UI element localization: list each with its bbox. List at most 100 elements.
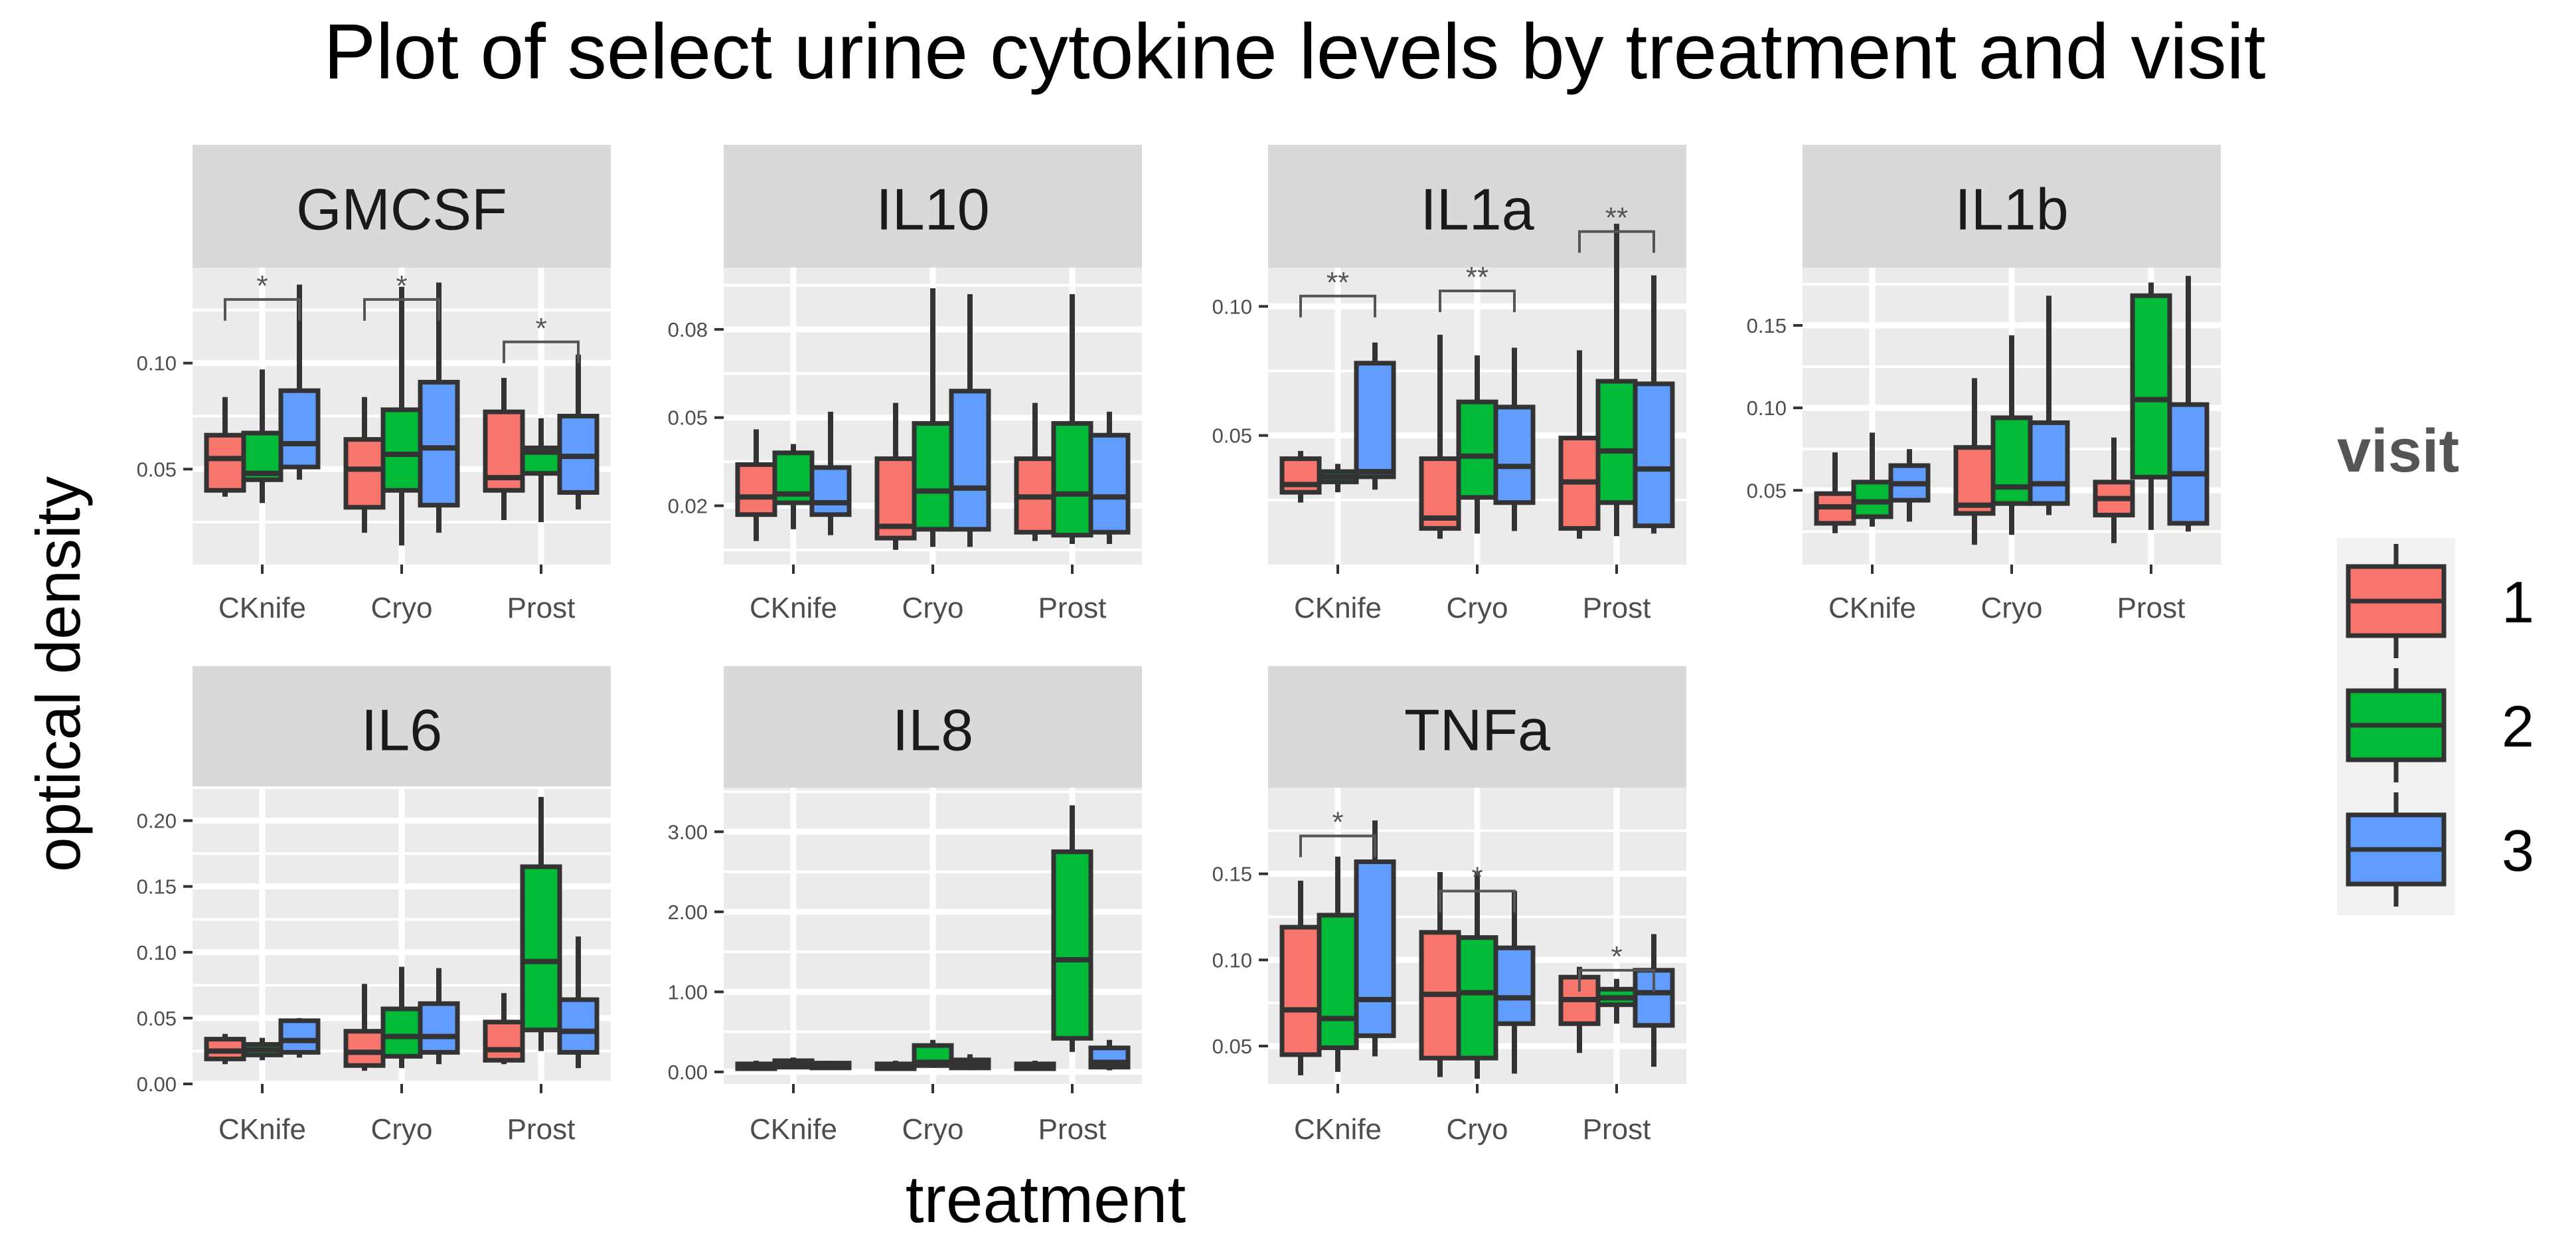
box-iqr — [1051, 849, 1093, 1041]
facet-strip — [724, 666, 1142, 788]
x-tick-label: Prost — [1038, 1113, 1107, 1146]
box-cryo-visit-3 — [1493, 891, 1536, 1074]
y-tick-label: 0.10 — [1212, 295, 1252, 318]
box-cknife-visit-1 — [735, 429, 777, 541]
box-cryo-visit-3 — [949, 294, 991, 547]
x-tick-label: Prost — [1038, 592, 1107, 624]
y-tick-label: 0.08 — [668, 318, 708, 341]
box-cknife-visit-1 — [1279, 881, 1322, 1076]
box-iqr — [343, 1029, 386, 1068]
box-iqr — [1354, 361, 1396, 480]
facet-strip-label: IL1a — [1420, 177, 1534, 242]
y-tick-label: 0.15 — [137, 875, 177, 899]
y-tick-label: 2.00 — [668, 901, 708, 924]
significance-bracket — [1439, 289, 1516, 312]
y-tick-label: 0.15 — [1212, 863, 1252, 886]
box-prost-visit-3 — [1088, 411, 1131, 545]
box-iqr — [1493, 404, 1536, 505]
significance-label: * — [396, 270, 407, 302]
box-prost-visit-1 — [483, 993, 525, 1065]
box-iqr — [809, 465, 852, 517]
box-iqr — [1456, 935, 1498, 1061]
x-tick-label: CKnife — [218, 592, 306, 624]
x-tick-label: Cryo — [902, 592, 964, 624]
box-cknife-visit-2 — [1317, 856, 1359, 1072]
box-iqr — [557, 997, 600, 1055]
y-tick-label: 0.05 — [1747, 479, 1787, 502]
box-iqr — [418, 1001, 460, 1055]
significance-label: ** — [1327, 266, 1349, 299]
y-tick-label: 0.20 — [137, 810, 177, 833]
box-prost-visit-2 — [1595, 978, 1638, 1024]
box-cknife-visit-3 — [1354, 342, 1396, 490]
box-iqr — [520, 864, 562, 1033]
box-cryo-visit-1 — [1419, 335, 1461, 539]
box-cryo-visit-3 — [418, 282, 460, 533]
box-iqr — [912, 421, 954, 532]
box-iqr — [343, 437, 386, 510]
box-cknife-visit-3 — [278, 1018, 321, 1058]
facet-strip — [193, 145, 611, 268]
box-iqr — [1990, 415, 2033, 506]
box-prost-visit-1 — [483, 378, 525, 520]
box-cryo-visit-2 — [1990, 335, 2033, 535]
box-cryo-visit-1 — [874, 1061, 917, 1071]
x-tick-label: CKnife — [750, 592, 837, 624]
box-iqr — [1456, 399, 1498, 500]
box-iqr — [1279, 925, 1322, 1057]
x-tick-label: Prost — [507, 592, 576, 624]
box-iqr — [949, 389, 991, 532]
box-iqr — [2130, 293, 2172, 480]
y-tick-label: 3.00 — [668, 820, 708, 843]
y-tick-label: 0.05 — [137, 1007, 177, 1030]
significance-bracket — [1578, 230, 1655, 253]
box-iqr — [735, 462, 777, 517]
x-tick-label: Cryo — [371, 1113, 433, 1146]
box-prost-visit-3 — [557, 354, 600, 509]
facet-strip-label: IL10 — [876, 177, 989, 242]
facet-strip-label: TNFa — [1404, 697, 1550, 762]
facet-strip-label: IL8 — [892, 697, 973, 762]
y-tick-label: 0.00 — [668, 1061, 708, 1084]
x-axis-label: treatment — [906, 1162, 1186, 1237]
significance-bracket — [363, 298, 440, 321]
legend-label: 3 — [2502, 818, 2534, 883]
box-cryo-visit-1 — [343, 984, 386, 1071]
box-iqr — [2167, 402, 2210, 526]
box-iqr — [278, 388, 321, 470]
box-cryo-visit-3 — [418, 968, 460, 1065]
box-cknife-visit-3 — [809, 1061, 852, 1071]
y-tick-label: 0.10 — [137, 352, 177, 375]
significance-label: * — [535, 312, 546, 345]
box-prost-visit-2 — [520, 796, 562, 1051]
box-cknife-visit-3 — [278, 284, 321, 480]
box-cknife-visit-2 — [241, 369, 283, 503]
box-cryo-visit-3 — [2028, 296, 2070, 515]
significance-bracket — [1578, 968, 1655, 992]
significance-label: * — [256, 270, 268, 302]
y-tick-label: 0.10 — [137, 941, 177, 964]
legend-key-visit-2 — [2346, 668, 2447, 782]
x-tick-label: CKnife — [750, 1113, 837, 1146]
facet-strip-label: IL6 — [361, 697, 442, 762]
box-prost-visit-2 — [1595, 223, 1638, 537]
facet-strip — [1803, 145, 2221, 268]
significance-label: ** — [1605, 202, 1628, 234]
box-iqr — [1633, 381, 1675, 529]
box-prost-visit-1 — [1014, 402, 1056, 541]
box-iqr — [1317, 913, 1359, 1051]
box-iqr — [483, 1020, 525, 1063]
box-prost-visit-3 — [2167, 276, 2210, 532]
y-tick-label: 0.10 — [1747, 397, 1787, 420]
x-tick-label: Cryo — [902, 1113, 964, 1146]
box-cryo-visit-3 — [949, 1054, 991, 1071]
x-tick-label: Prost — [1583, 592, 1651, 624]
significance-bracket — [224, 298, 301, 321]
legend-key-visit-3 — [2346, 792, 2447, 907]
